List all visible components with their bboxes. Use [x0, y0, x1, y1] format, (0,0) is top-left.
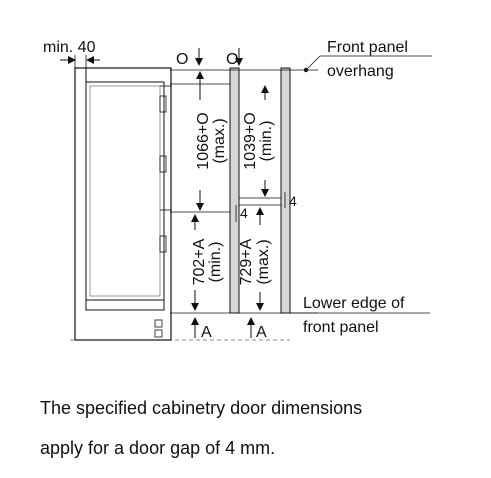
lower-right-dimension: 729+A (max.): [238, 207, 272, 311]
lower-edge-callout: Lower edge of front panel: [290, 295, 430, 336]
a-left-label: A: [201, 324, 212, 341]
bottom-a-markers: A A: [191, 317, 267, 341]
o-right-label: O: [226, 51, 238, 68]
installation-dimensions-diagram: min. 40 O O Front panel overhang 1066+O: [43, 39, 432, 341]
lower-left-dim-label: 702+A: [191, 238, 208, 285]
lower-edge-line2: front panel: [303, 319, 379, 336]
gap-left-label: 4: [240, 205, 248, 221]
front-panel-overhang-line2: overhang: [327, 63, 394, 80]
min-gap-label: min. 40: [43, 39, 96, 56]
front-panel-overhang-line1: Front panel: [327, 39, 408, 56]
caption-line-2: apply for a door gap of 4 mm.: [40, 438, 276, 458]
lower-edge-line1: Lower edge of: [303, 295, 405, 312]
upper-right-note-label: (min.): [258, 121, 275, 162]
o-left-label: O: [176, 51, 188, 68]
front-panel-overhang-callout: Front panel overhang: [303, 39, 432, 80]
caption-line-1: The specified cabinetry door dimensions: [40, 398, 363, 418]
upper-left-dim-label: 1066+O: [195, 112, 212, 169]
min-gap-dimension: min. 40: [43, 39, 100, 68]
gap-right-label: 4: [289, 193, 297, 209]
overhang-markers: O O: [176, 48, 243, 68]
gap-markers: 4 4: [235, 192, 297, 222]
lower-left-dimension: 702+A (min.): [191, 214, 224, 311]
lower-left-note-label: (min.): [207, 242, 224, 283]
appliance-outline: [70, 67, 290, 341]
lower-right-note-label: (max.): [255, 239, 272, 284]
upper-left-note-label: (max.): [211, 118, 228, 163]
upper-left-dimension: 1066+O (max.): [195, 71, 228, 211]
upper-right-dim-label: 1039+O: [242, 112, 259, 169]
lower-right-dim-label: 729+A: [238, 238, 255, 285]
caption: The specified cabinetry door dimensions …: [40, 378, 362, 478]
right-door-panel: [280, 67, 291, 314]
a-right-label: A: [256, 324, 267, 341]
upper-right-dimension: 1039+O (min.): [242, 85, 275, 197]
